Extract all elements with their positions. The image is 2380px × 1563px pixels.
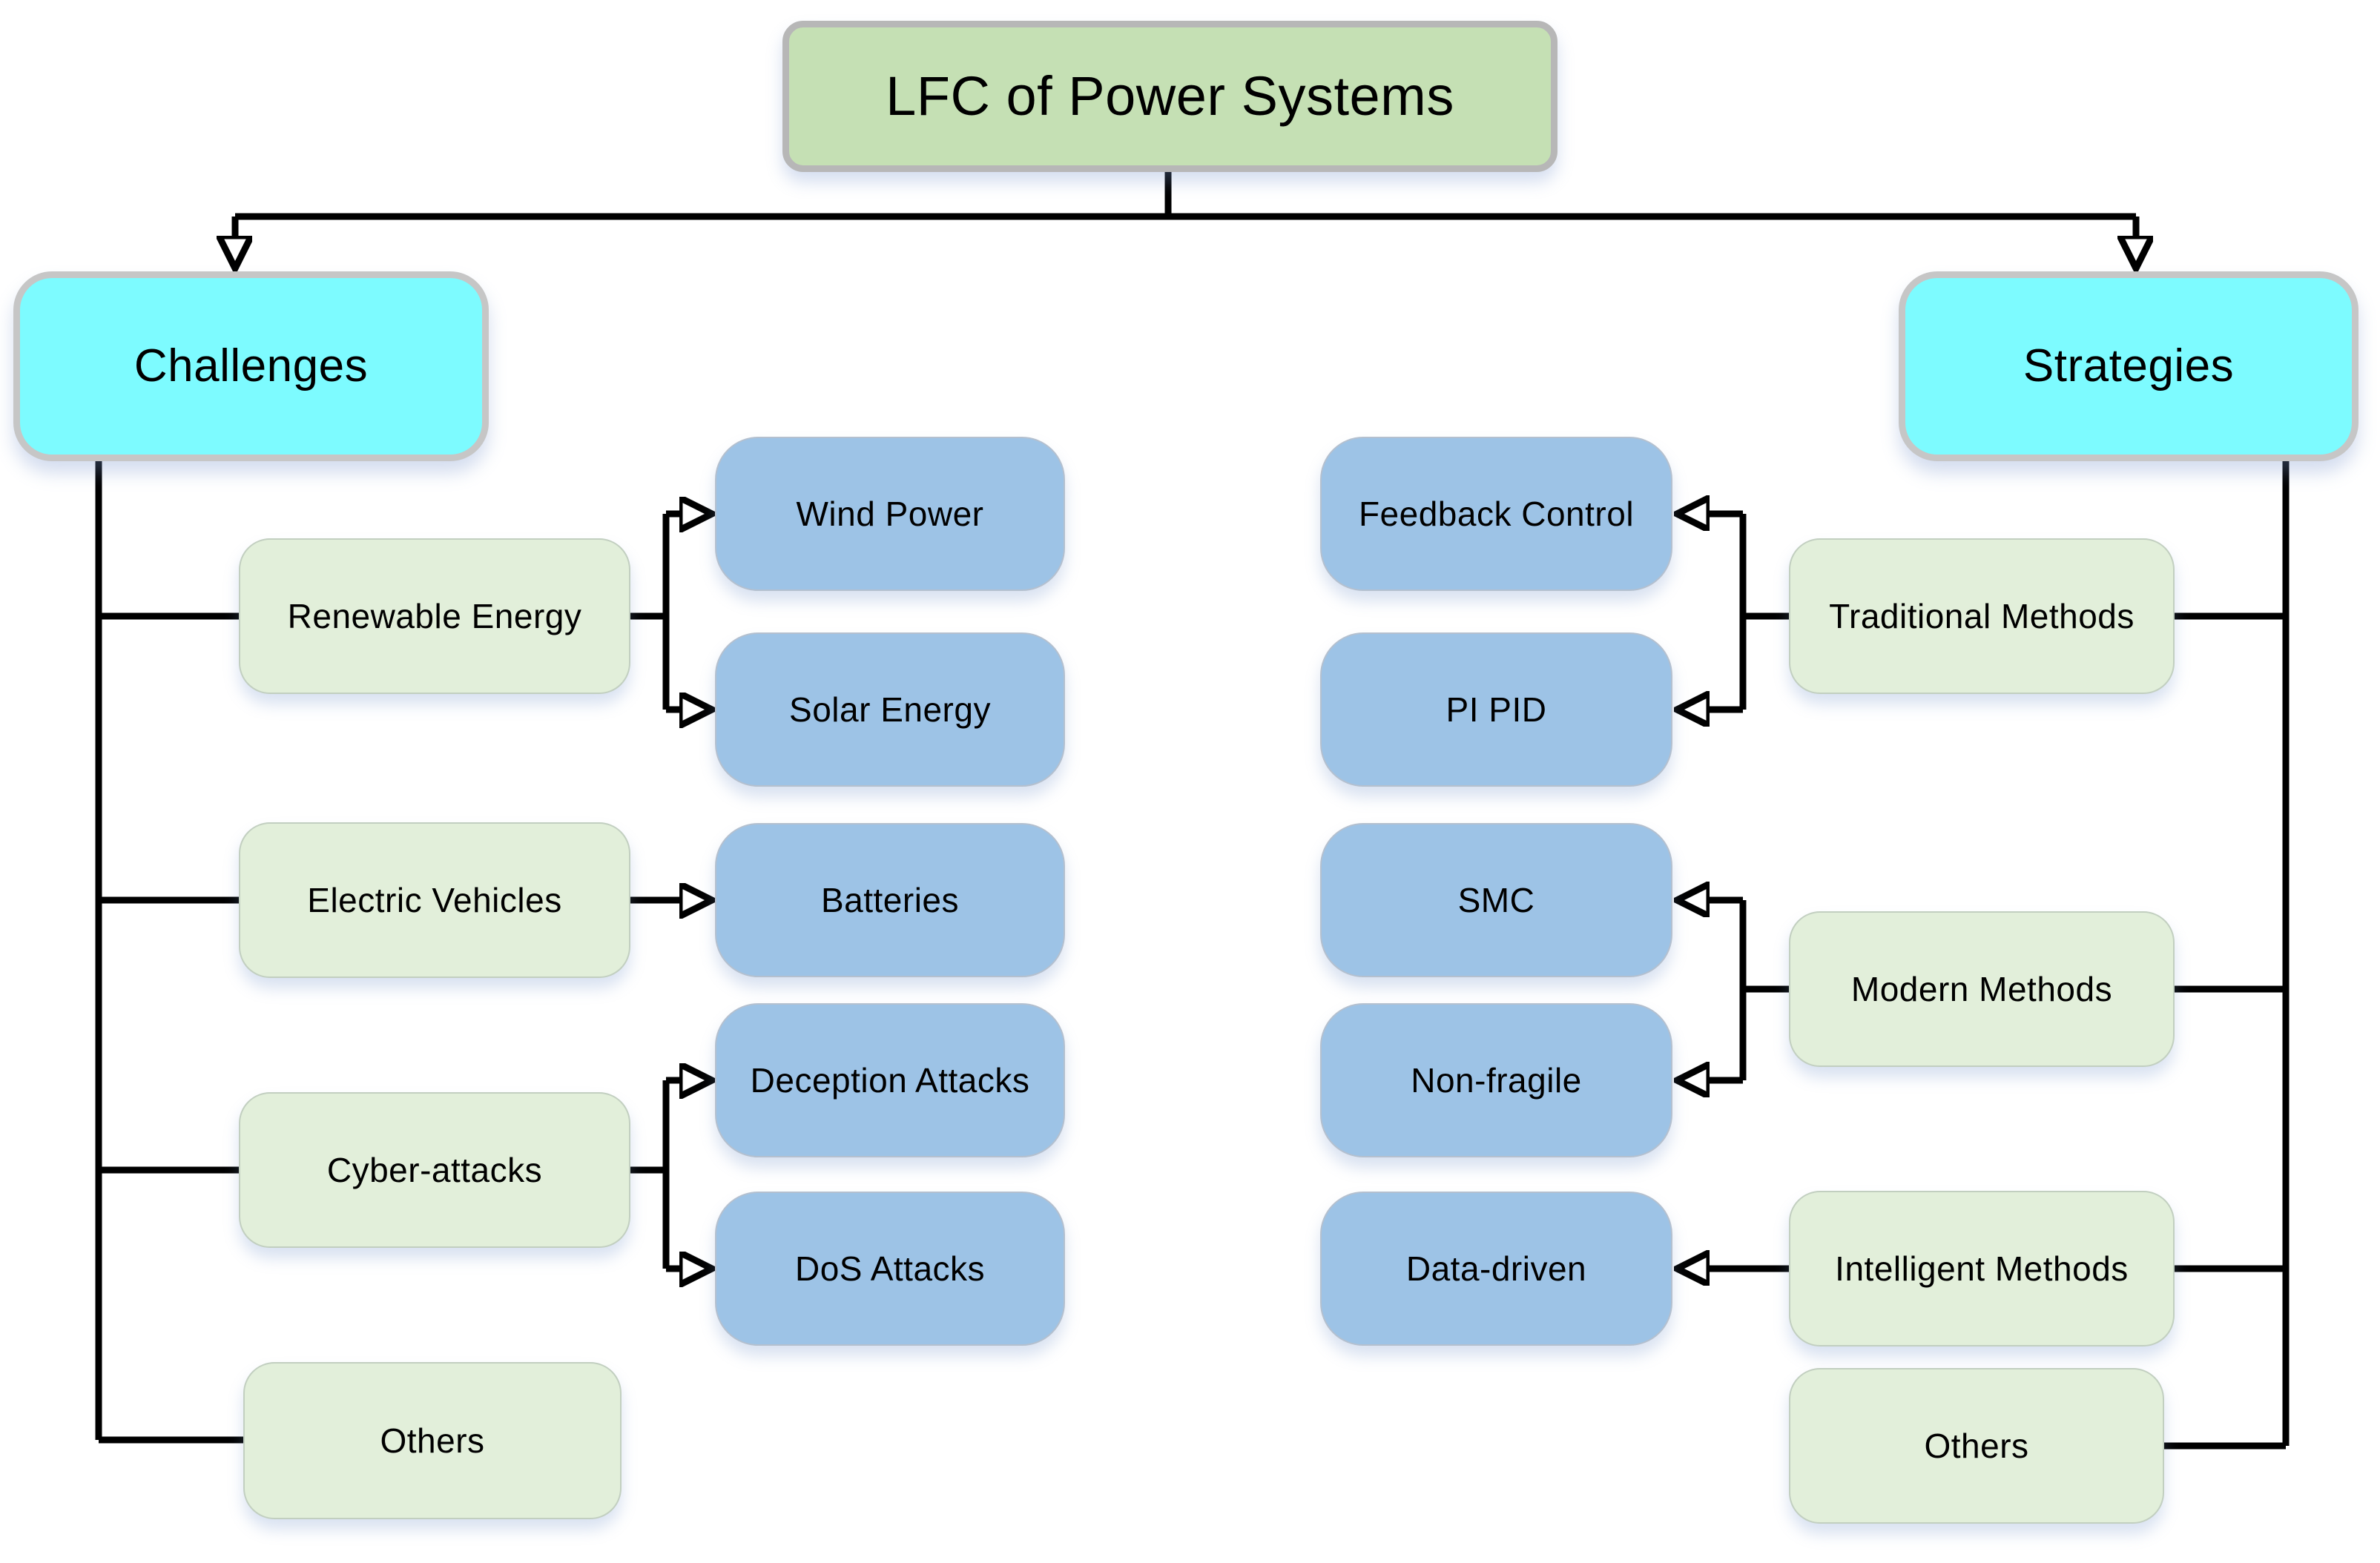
node-solar-energy: Solar Energy bbox=[715, 632, 1065, 787]
node-electric-vehicles: Electric Vehicles bbox=[239, 822, 630, 978]
node-traditional-methods: Traditional Methods bbox=[1789, 538, 2175, 694]
node-non-fragile: Non-fragile bbox=[1320, 1003, 1672, 1157]
node-deception-attacks: Deception Attacks bbox=[715, 1003, 1065, 1157]
node-pi-pid: PI PID bbox=[1320, 632, 1672, 787]
node-smc: SMC bbox=[1320, 823, 1672, 977]
node-cyber-attacks: Cyber-attacks bbox=[239, 1092, 630, 1248]
node-feedback-control: Feedback Control bbox=[1320, 437, 1672, 591]
node-challenges: Challenges bbox=[13, 271, 489, 461]
node-dos-attacks: DoS Attacks bbox=[715, 1192, 1065, 1346]
node-others-strategies: Others bbox=[1789, 1368, 2164, 1524]
node-modern-methods: Modern Methods bbox=[1789, 911, 2175, 1067]
node-root-title: LFC of Power Systems bbox=[782, 21, 1557, 172]
node-strategies: Strategies bbox=[1899, 271, 2358, 461]
node-intelligent-methods: Intelligent Methods bbox=[1789, 1191, 2175, 1346]
node-others-challenges: Others bbox=[243, 1362, 622, 1519]
node-batteries: Batteries bbox=[715, 823, 1065, 977]
node-data-driven: Data-driven bbox=[1320, 1192, 1672, 1346]
node-renewable-energy: Renewable Energy bbox=[239, 538, 630, 694]
node-wind-power: Wind Power bbox=[715, 437, 1065, 591]
